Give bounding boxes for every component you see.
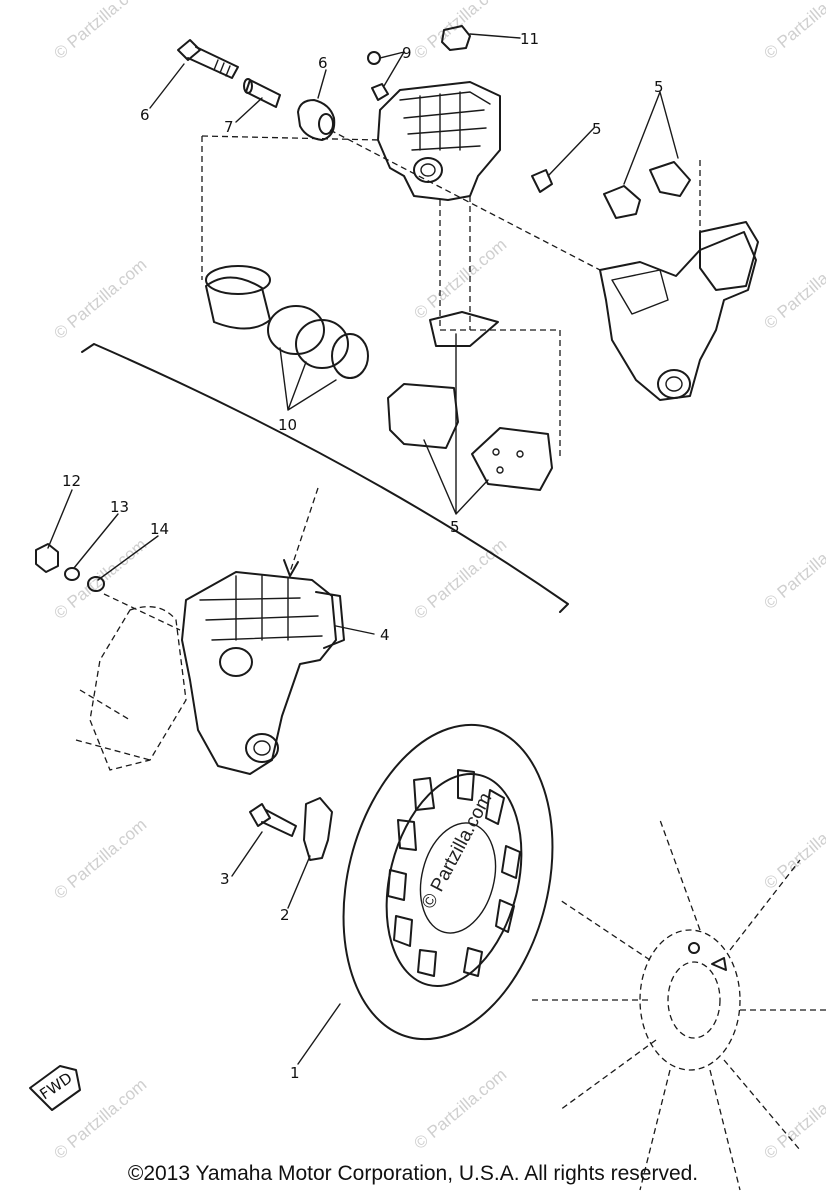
callout-10: 10 [278, 416, 297, 434]
watermark: © Partzilla.com [410, 235, 510, 323]
bleed-screw-part-9 [367, 51, 389, 101]
callout-11: 11 [520, 30, 539, 48]
callout-13: 13 [110, 498, 129, 516]
lower-caliper-part-4 [181, 571, 345, 775]
bolt-part-5 [531, 169, 553, 193]
swingarm-outline [75, 606, 187, 771]
callout-12: 12 [62, 472, 81, 490]
watermark: © Partzilla.com [760, 1075, 826, 1163]
watermark: © Partzilla.com [410, 1065, 510, 1153]
callout-labels: 1 2 3 4 5 5 5 6 6 7 9 10 11 12 13 14 [62, 30, 664, 1082]
callout-leaders [47, 33, 679, 1065]
watermark-layer: © Partzilla.com © Partzilla.com © Partzi… [50, 0, 826, 1163]
callout-5: 5 [450, 518, 460, 536]
assembly-arrow [289, 487, 319, 573]
watermark: © Partzilla.com [50, 815, 150, 903]
copyright-notice: ©2013 Yamaha Motor Corporation, U.S.A. A… [127, 1162, 699, 1185]
boot-part-6 [297, 99, 336, 141]
watermark: © Partzilla.com [760, 245, 826, 333]
watermark: © Partzilla.com [760, 0, 826, 63]
lock-plate-part-2 [303, 797, 333, 861]
assembly-bracket-line [81, 343, 569, 613]
watermark: © Partzilla.com [410, 0, 510, 63]
callout-2: 2 [280, 906, 290, 924]
callout-1: 1 [290, 1064, 300, 1082]
callout-9: 9 [402, 44, 412, 62]
nut-part-12 [35, 543, 59, 573]
sleeve-part-7 [243, 78, 281, 108]
watermark: © Partzilla.com [50, 255, 150, 343]
callout-4: 4 [380, 626, 390, 644]
bolt-part-8 [177, 39, 239, 79]
caliper-bracket [599, 221, 759, 401]
fwd-arrow-icon: FWD [29, 1065, 81, 1111]
brake-disc-part-1 [342, 723, 554, 1041]
pad-set-part-5 [387, 311, 553, 491]
bolt-part-3 [249, 803, 297, 837]
upper-caliper-body [377, 81, 501, 201]
callout-3: 3 [220, 870, 230, 888]
watermark: © Partzilla.com [760, 525, 826, 613]
wheel-hub [530, 819, 826, 1191]
watermark: © Partzilla.com [410, 535, 510, 623]
callout-5: 5 [592, 120, 602, 138]
callout-6: 6 [318, 54, 328, 72]
cap-part-11 [441, 25, 471, 51]
callout-7: 7 [224, 118, 234, 136]
watermark: © Partzilla.com [50, 0, 150, 63]
washer-part-13 [64, 567, 80, 581]
callout-14: 14 [150, 520, 169, 538]
callout-6: 6 [140, 106, 150, 124]
explode-lines-upper [201, 129, 701, 460]
piston-seal-set-part-10 [205, 265, 369, 379]
callout-5: 5 [654, 78, 664, 96]
washer-part-14 [87, 576, 105, 592]
watermark: © Partzilla.com [760, 805, 826, 893]
shim-set-part-5 [603, 161, 691, 219]
